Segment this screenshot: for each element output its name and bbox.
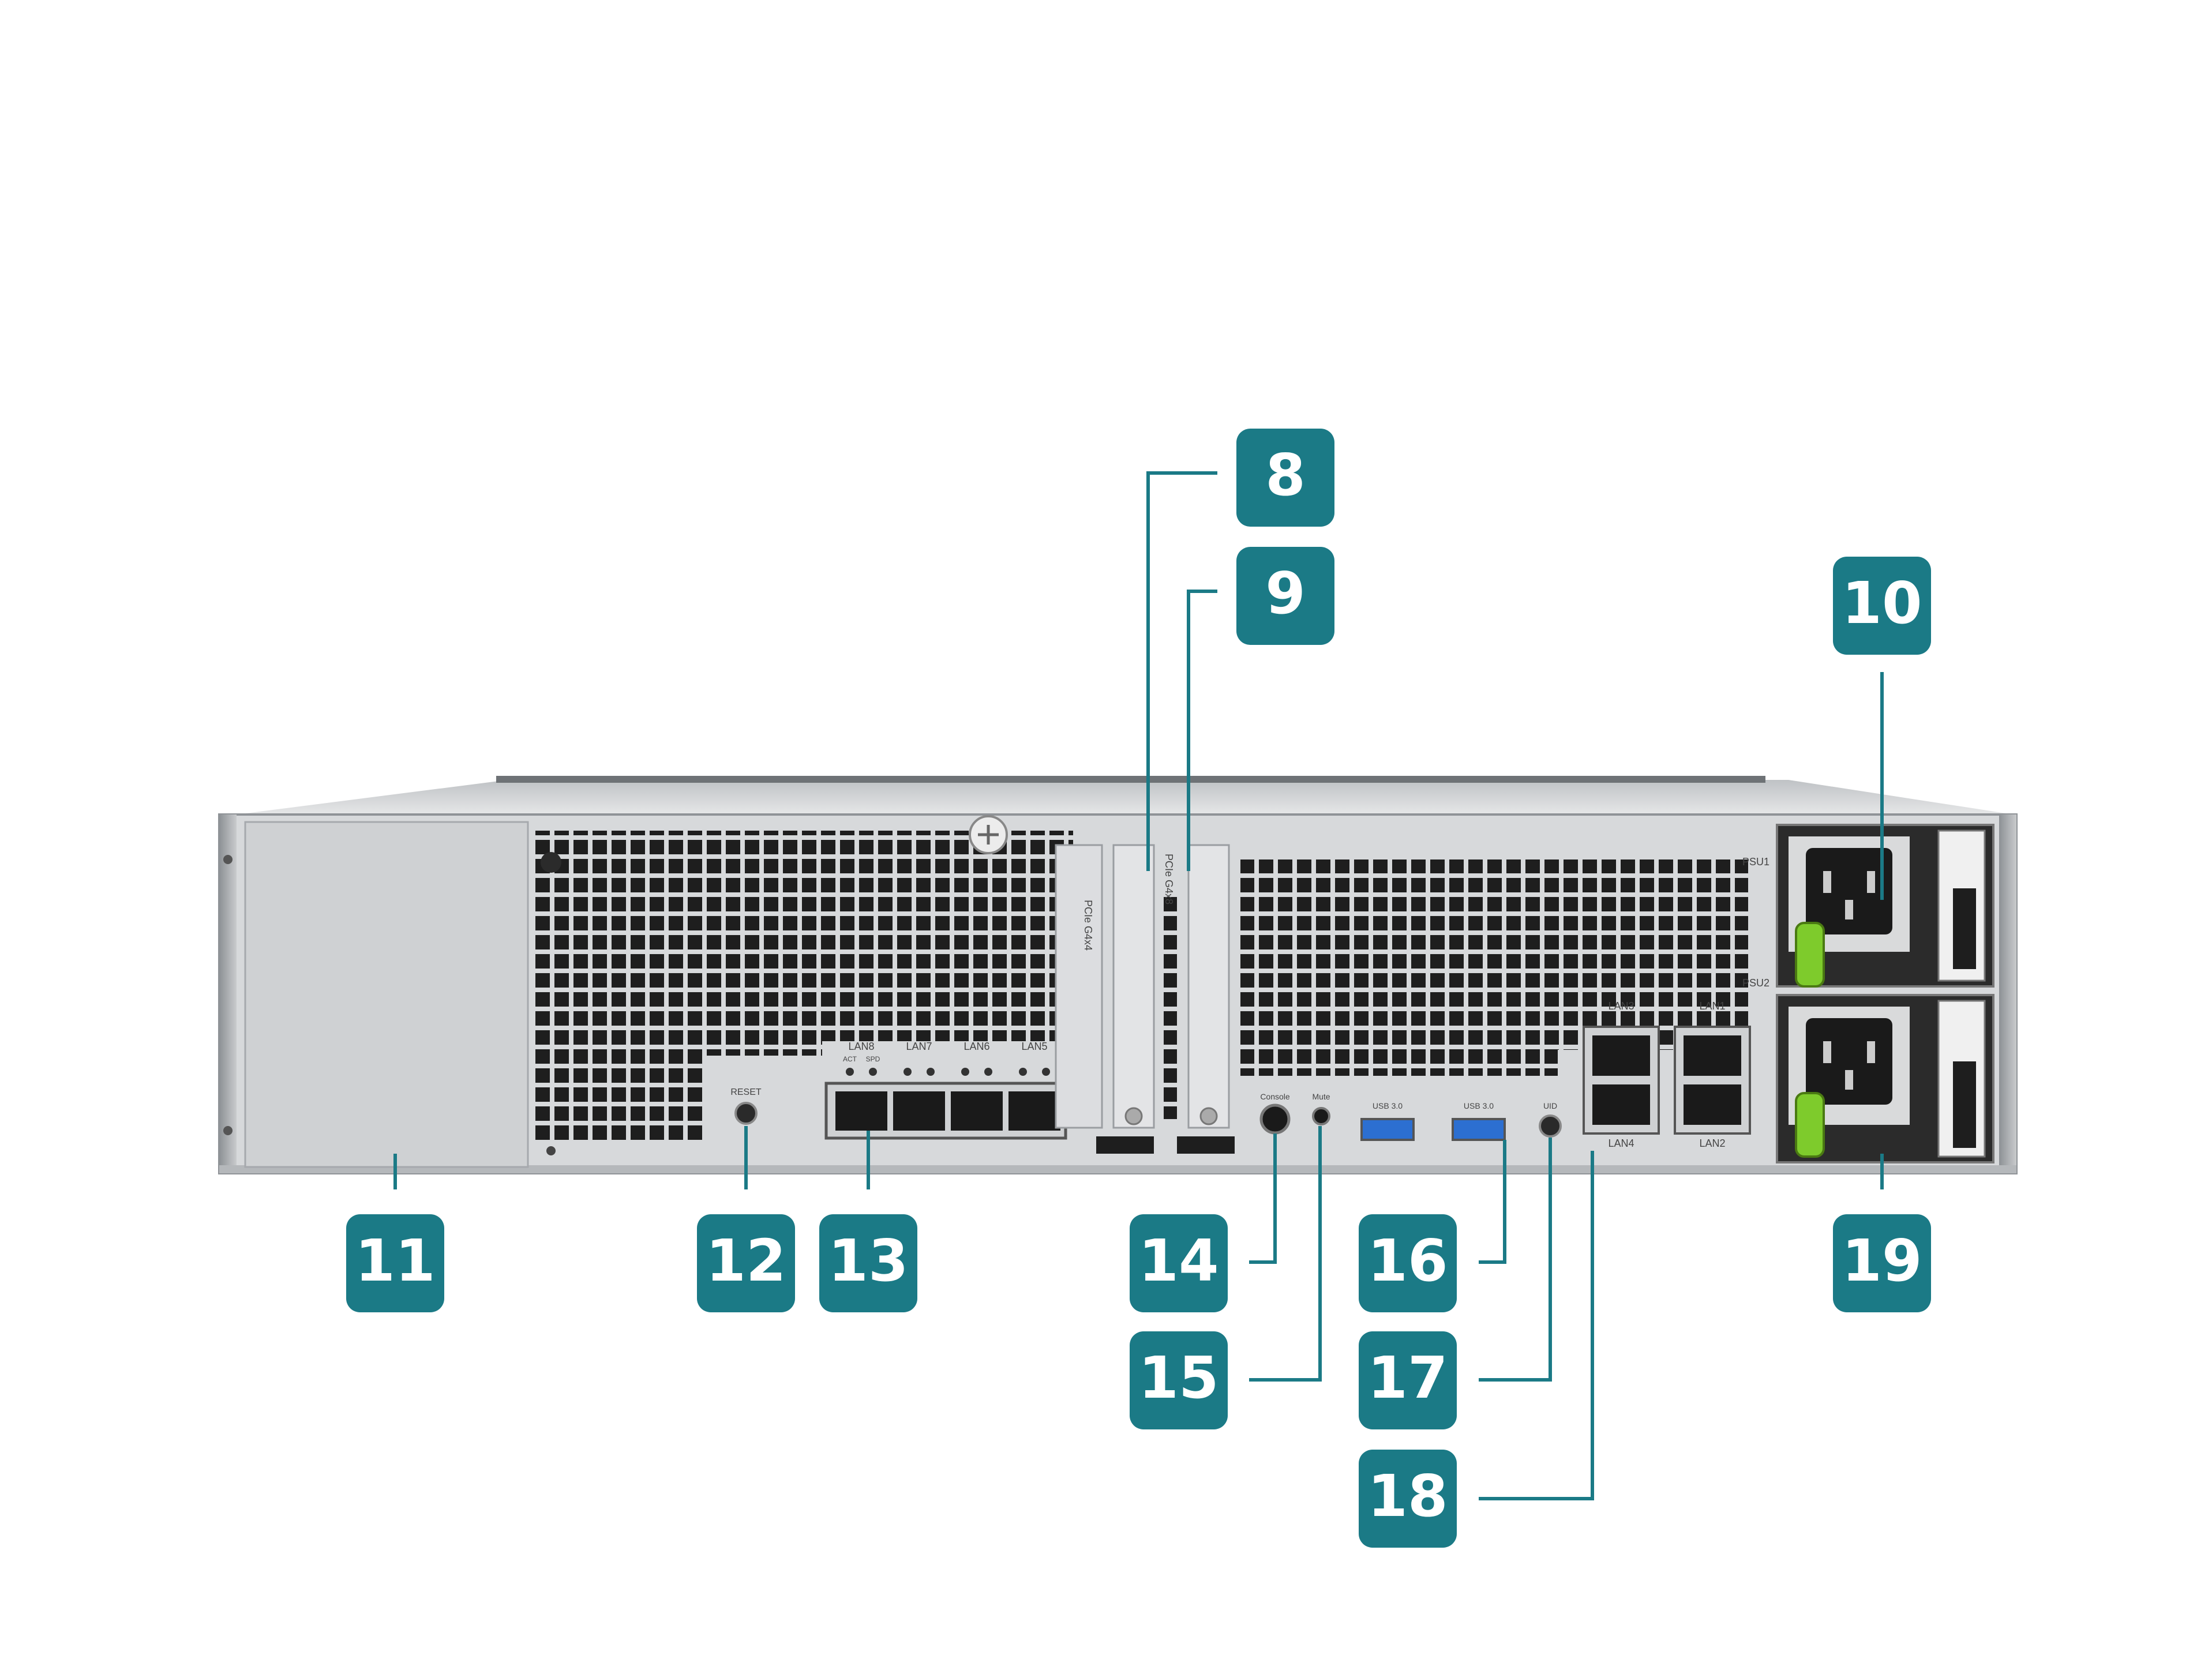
lan2-label: LAN2 xyxy=(1699,1138,1725,1149)
lan3-label: LAN3 xyxy=(1608,1000,1634,1012)
callout-13-label: 13 xyxy=(828,1227,908,1294)
callout-18: 18 xyxy=(1359,1450,1457,1548)
psu1-label: PSU1 xyxy=(1742,856,1769,868)
callout-15-label: 15 xyxy=(1138,1344,1219,1412)
leader-line-8 xyxy=(1146,471,1217,871)
lan8-label: LAN8 xyxy=(848,1041,874,1052)
chassis-top-lid xyxy=(237,780,2014,815)
ac-power-inlet-1[interactable] xyxy=(1806,848,1892,934)
lan5-label: LAN5 xyxy=(1021,1041,1047,1052)
callout-8-label: 8 xyxy=(1265,441,1306,509)
leader-line-14 xyxy=(1249,1133,1277,1264)
callout-10: 10 xyxy=(1833,557,1931,655)
mount-screw-icon xyxy=(546,1146,556,1155)
ac-power-inlet-2[interactable] xyxy=(1806,1018,1892,1105)
leader-line-16 xyxy=(1479,1140,1506,1264)
leader-lines xyxy=(393,471,1884,1500)
callout-11: 11 xyxy=(346,1214,444,1312)
callout-17: 17 xyxy=(1359,1331,1457,1429)
callout-8: 8 xyxy=(1236,429,1334,527)
left-ear-screw-icon xyxy=(223,1126,233,1135)
power-supply-2 xyxy=(1776,994,1994,1163)
uid-label: UID xyxy=(1543,1101,1557,1110)
console-label: Console xyxy=(1260,1092,1290,1101)
lan7-label: LAN7 xyxy=(906,1041,932,1052)
act-label: ACT xyxy=(843,1055,857,1063)
mute-label: Mute xyxy=(1312,1092,1330,1101)
callout-11-label: 11 xyxy=(355,1227,435,1294)
rj45-port-lan1[interactable] xyxy=(1684,1035,1741,1076)
callout-13: 13 xyxy=(819,1214,917,1312)
callout-19-label: 19 xyxy=(1842,1227,1922,1294)
callout-17-label: 17 xyxy=(1367,1344,1448,1412)
callout-16: 16 xyxy=(1359,1214,1457,1312)
lan4-label: LAN4 xyxy=(1608,1138,1634,1149)
sfp-led-row xyxy=(846,1068,1050,1076)
pcie-vent-strip xyxy=(1160,894,1177,1119)
callout-9-label: 9 xyxy=(1265,560,1306,627)
usb-label-1: USB 3.0 xyxy=(1373,1101,1403,1110)
sfp-port-lan6[interactable] xyxy=(951,1091,1003,1131)
pcie-slot-1 xyxy=(1112,844,1155,1129)
pcie-slot-2 xyxy=(1187,844,1230,1129)
psu-release-latch-2[interactable] xyxy=(1795,1092,1825,1158)
callout-badges: 8 9 10 11 12 13 14 15 xyxy=(346,429,1931,1548)
rj45-port-lan3[interactable] xyxy=(1592,1035,1650,1076)
rj45-port-lan2[interactable] xyxy=(1684,1084,1741,1125)
sfp-port-block: LAN8 LAN7 LAN6 LAN5 ACT SPD xyxy=(824,1041,1067,1140)
mute-button[interactable] xyxy=(1312,1107,1330,1125)
pcie-right-label: PCIe G4x8 xyxy=(1163,854,1175,904)
callout-14: 14 xyxy=(1130,1214,1228,1312)
left-rack-ear xyxy=(219,815,237,1173)
usb-label-2: USB 3.0 xyxy=(1464,1101,1494,1110)
sfp-port-lan8[interactable] xyxy=(835,1091,887,1131)
thumb-screw-cross-icon xyxy=(978,825,999,844)
rj45-port-lan4[interactable] xyxy=(1592,1084,1650,1125)
power-supply-1 xyxy=(1776,824,1994,988)
leader-line-9 xyxy=(1187,590,1217,871)
pcie-slot-cover-left xyxy=(1055,844,1103,1129)
callout-12: 12 xyxy=(697,1214,795,1312)
mount-screw-icon xyxy=(541,852,561,873)
callout-14-label: 14 xyxy=(1138,1227,1219,1294)
chassis: RESET LAN8 LAN7 LAN6 LAN5 ACT SPD xyxy=(218,776,2018,1174)
lan6-label: LAN6 xyxy=(963,1041,989,1052)
reset-label: RESET xyxy=(730,1087,762,1097)
leader-line-15 xyxy=(1249,1126,1322,1382)
left-vent-grid xyxy=(534,831,1073,1155)
callout-10-label: 10 xyxy=(1842,569,1922,637)
reset-button[interactable] xyxy=(734,1102,758,1125)
left-blank-panel xyxy=(244,821,529,1168)
callout-19: 19 xyxy=(1833,1214,1931,1312)
callout-18-label: 18 xyxy=(1367,1462,1448,1530)
uid-button[interactable] xyxy=(1539,1114,1562,1138)
callout-15: 15 xyxy=(1130,1331,1228,1429)
sfp-port-lan7[interactable] xyxy=(893,1091,945,1131)
console-port[interactable] xyxy=(1259,1104,1291,1135)
lan1-label: LAN1 xyxy=(1699,1000,1725,1012)
right-vent-grid xyxy=(1240,859,1748,1076)
psu-release-latch-1[interactable] xyxy=(1795,922,1825,988)
callout-9: 9 xyxy=(1236,547,1334,645)
left-ear-screw-icon xyxy=(223,855,233,864)
chassis-top-rail xyxy=(496,776,1765,783)
callout-12-label: 12 xyxy=(706,1227,786,1294)
rj45-port-block: LAN3 LAN4 LAN1 LAN2 xyxy=(1583,1000,1751,1149)
chassis-bottom-lip xyxy=(219,1165,2016,1173)
leader-line-17 xyxy=(1479,1138,1552,1382)
callout-16-label: 16 xyxy=(1367,1227,1448,1294)
psu2-label: PSU2 xyxy=(1742,977,1769,989)
right-rack-ear xyxy=(1999,815,2016,1173)
pcie-slot-area: PCIe G4x4 PCIe G4x8 xyxy=(1055,844,1235,1154)
spd-label: SPD xyxy=(866,1055,880,1063)
sfp-port-lan5[interactable] xyxy=(1008,1091,1060,1131)
leader-line-18 xyxy=(1479,1151,1594,1500)
pcie-left-label: PCIe G4x4 xyxy=(1082,900,1094,951)
usb-port-2[interactable] xyxy=(1452,1118,1506,1141)
usb-port-1[interactable] xyxy=(1360,1118,1415,1141)
